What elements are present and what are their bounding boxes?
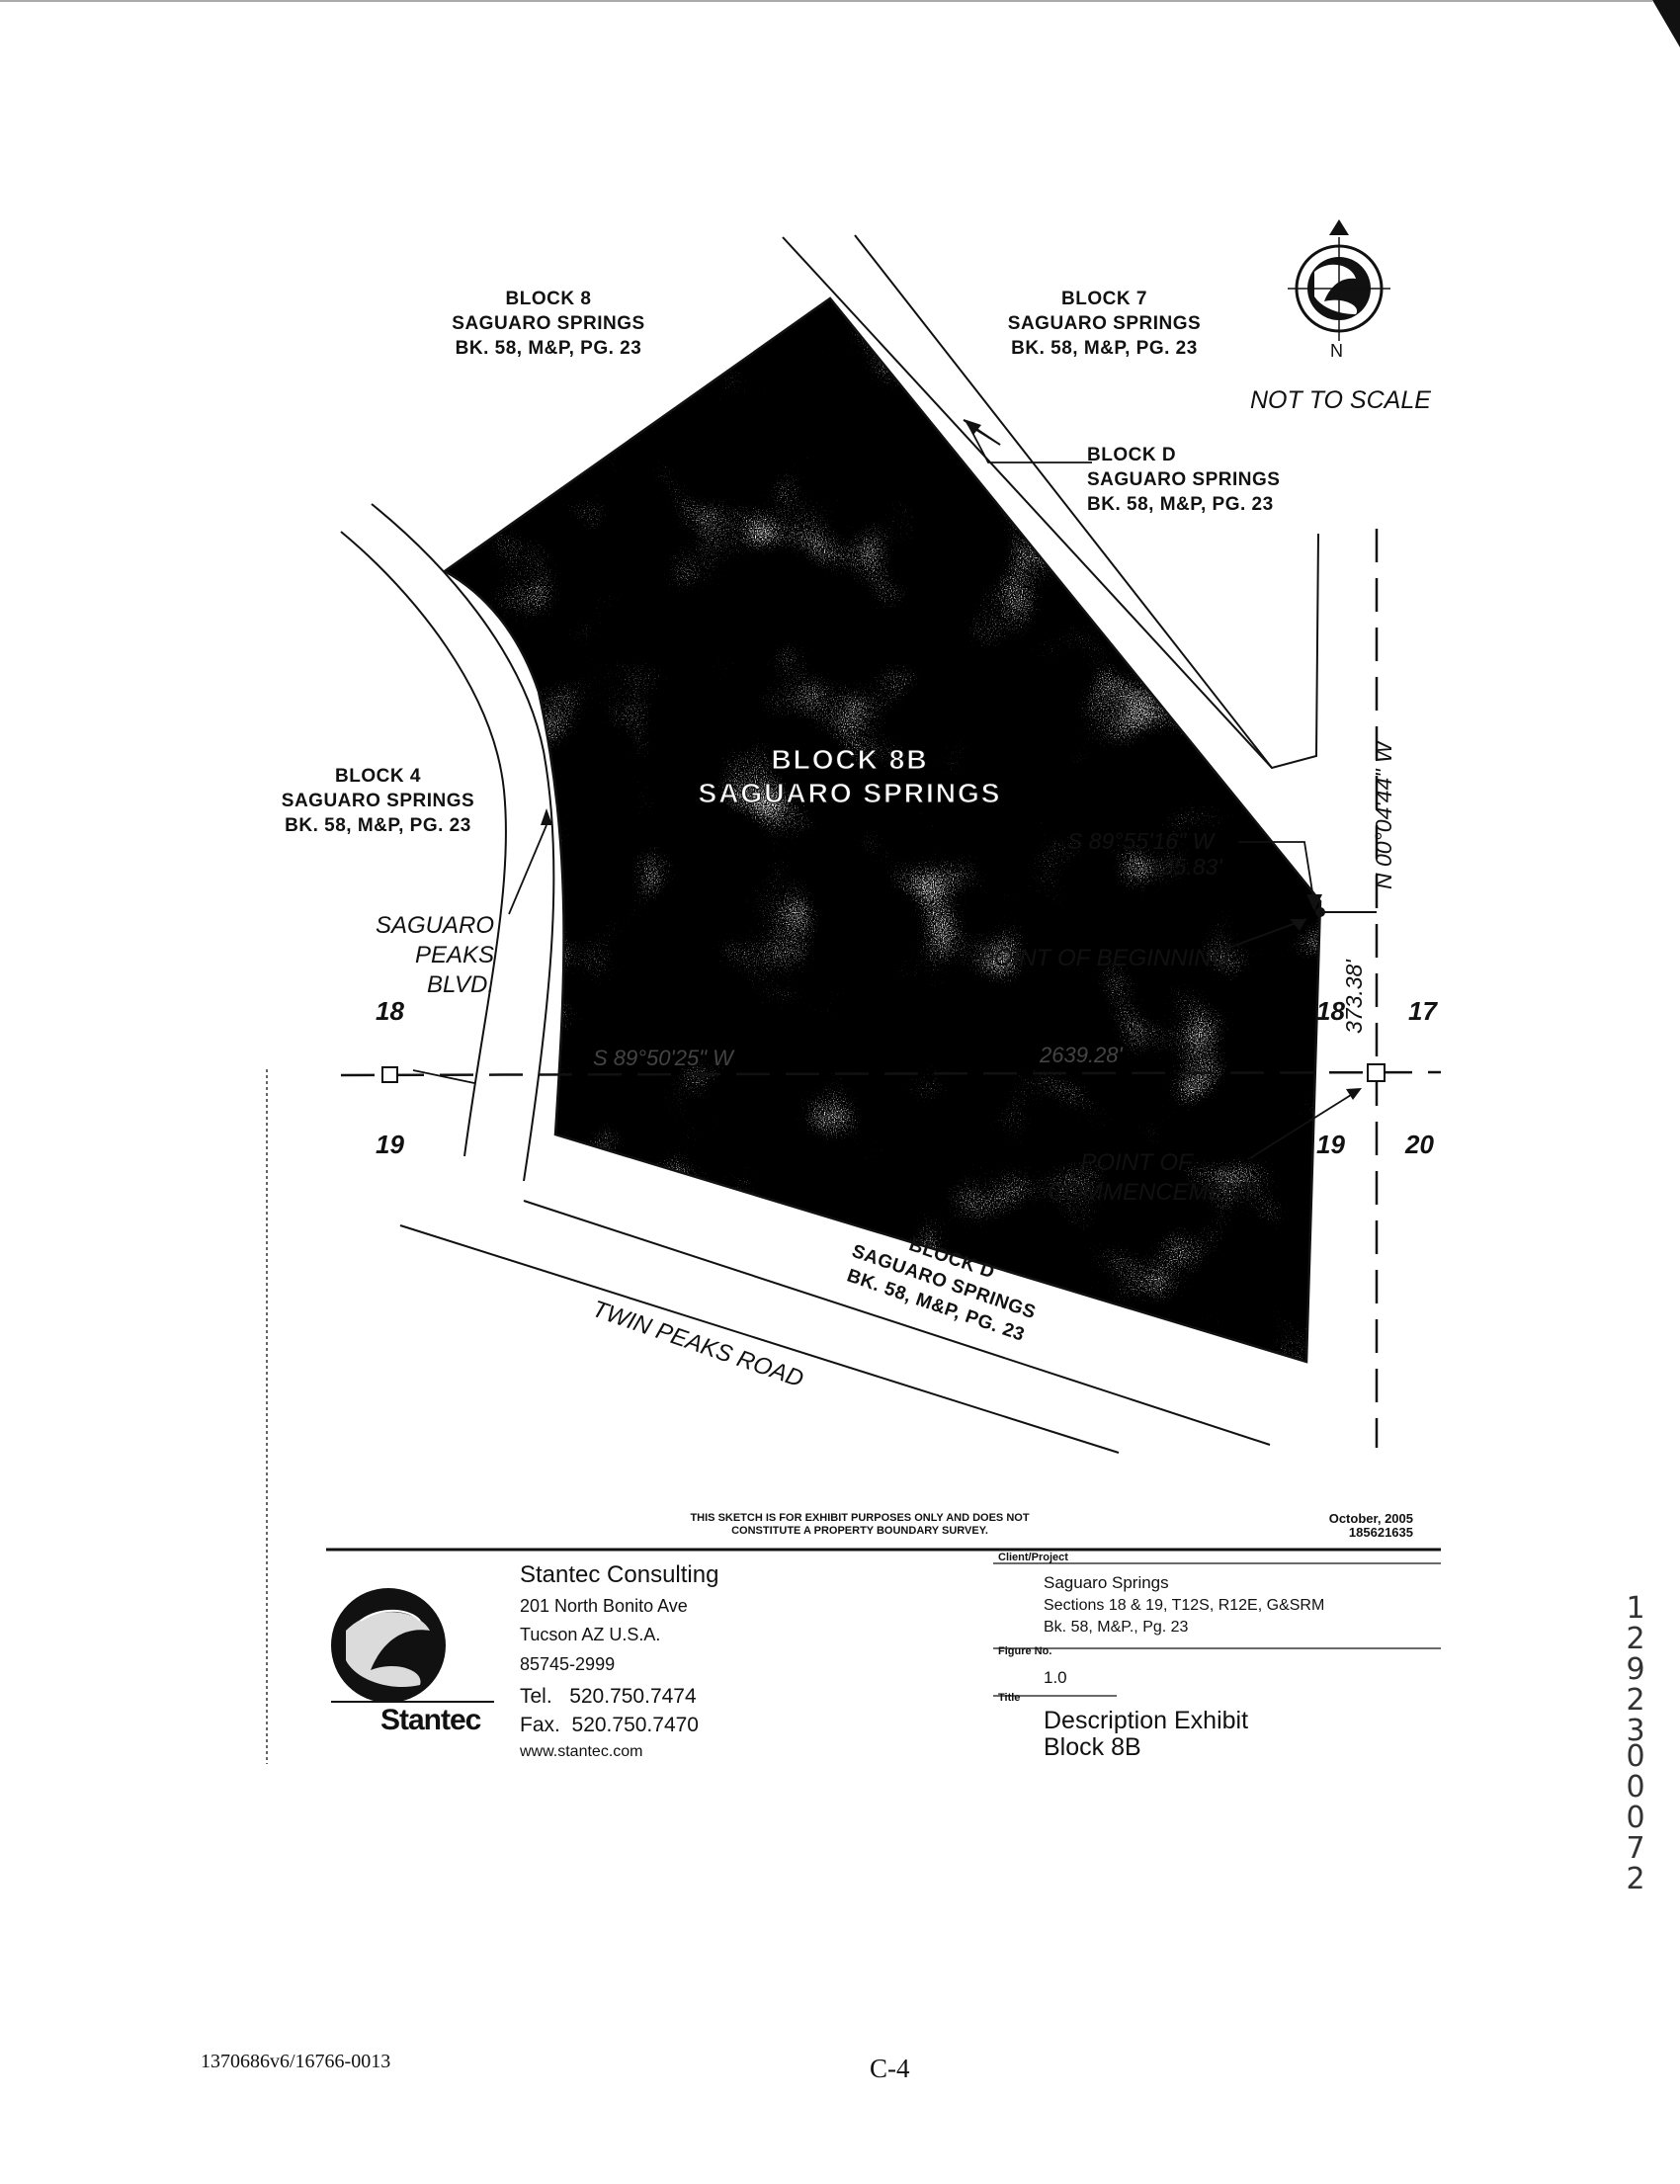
section-line-distance-label: 2639.28' [1040, 1043, 1123, 1067]
corner-fold [1652, 0, 1680, 47]
twin-peaks-south-line [399, 1224, 1120, 1454]
document-id: 1370686v6/16766-0013 [201, 2051, 391, 2072]
section-20: 20 [1405, 1130, 1434, 1159]
parcel-boundary [442, 296, 1322, 1364]
stantec-logo-icon [331, 1588, 494, 1703]
leader-commencement [1249, 1089, 1360, 1159]
not-to-scale-label: NOT TO SCALE [1250, 386, 1431, 414]
section-19-west: 19 [376, 1130, 404, 1159]
project-name: Saguaro Springs [1044, 1573, 1169, 1592]
section-line-horizontal [340, 1070, 1442, 1077]
leader-block-d-north [966, 422, 1092, 463]
stantec-wordmark: Stantec [380, 1704, 481, 1736]
twin-peaks-north-line [523, 1200, 1271, 1446]
north-arrow-icon [1288, 219, 1390, 341]
company-name: Stantec Consulting [520, 1561, 719, 1588]
section-18-west: 18 [376, 996, 404, 1026]
disclaimer: THIS SKETCH IS FOR EXHIBIT PURPOSES ONLY… [690, 1512, 1030, 1537]
leader-beginning [1225, 918, 1307, 950]
row-line-north-1 [782, 236, 1273, 769]
leader-beginning-arrow [1238, 841, 1315, 905]
point-of-beginning-marker [1315, 907, 1325, 917]
road-lines [340, 234, 1319, 1454]
company-tel: Tel. 520.750.7474 [520, 1685, 697, 1708]
title-label: Title [998, 1692, 1021, 1704]
bates-number-2: 00072 [1626, 1739, 1645, 1896]
company-fax: Fax. 520.750.7470 [520, 1714, 699, 1736]
monument-section-corner [1367, 1063, 1386, 1082]
monument-west [381, 1066, 398, 1083]
leader-saguaro-peaks [508, 824, 547, 915]
distance-s-label: 135.83' [1148, 854, 1222, 880]
section-18-east: 18 [1316, 996, 1345, 1026]
figure-label: Figure No. [998, 1645, 1052, 1657]
project-book: Bk. 58, M&P., Pg. 23 [1044, 1619, 1189, 1636]
row-line-north-2 [854, 234, 1319, 770]
saguaro-peaks-west-line [340, 531, 507, 1157]
point-of-beginning-label: POINT OF BEGINNING [978, 945, 1230, 971]
figure-number: 1.0 [1044, 1668, 1067, 1687]
company-address-2: Tucson AZ U.S.A. [520, 1625, 661, 1644]
title-block-lines [326, 1548, 1441, 1697]
bearing-n-label: N 00°04'44" W [1371, 741, 1396, 889]
project-sections: Sections 18 & 19, T12S, R12E, G&SRM [1044, 1597, 1325, 1614]
bates-number-1: 12923 [1626, 1591, 1645, 1748]
section-line-bearing-label: S 89°50'25" W [593, 1046, 733, 1070]
section-17: 17 [1408, 996, 1437, 1026]
page-number: C-4 [870, 2054, 910, 2083]
section-19-east: 19 [1316, 1130, 1345, 1159]
north-letter: N [1330, 341, 1343, 361]
company-zip: 85745-2999 [520, 1654, 616, 1674]
client-project-label: Client/Project [998, 1552, 1068, 1563]
company-address-1: 201 North Bonito Ave [520, 1596, 688, 1616]
bearing-s-label: S 89°55'16" W [1067, 828, 1215, 854]
leader-monument-west [412, 1069, 475, 1084]
arrowheads [541, 419, 1362, 1100]
saguaro-peaks-east-line [371, 503, 555, 1182]
company-web: www.stantec.com [520, 1743, 643, 1760]
